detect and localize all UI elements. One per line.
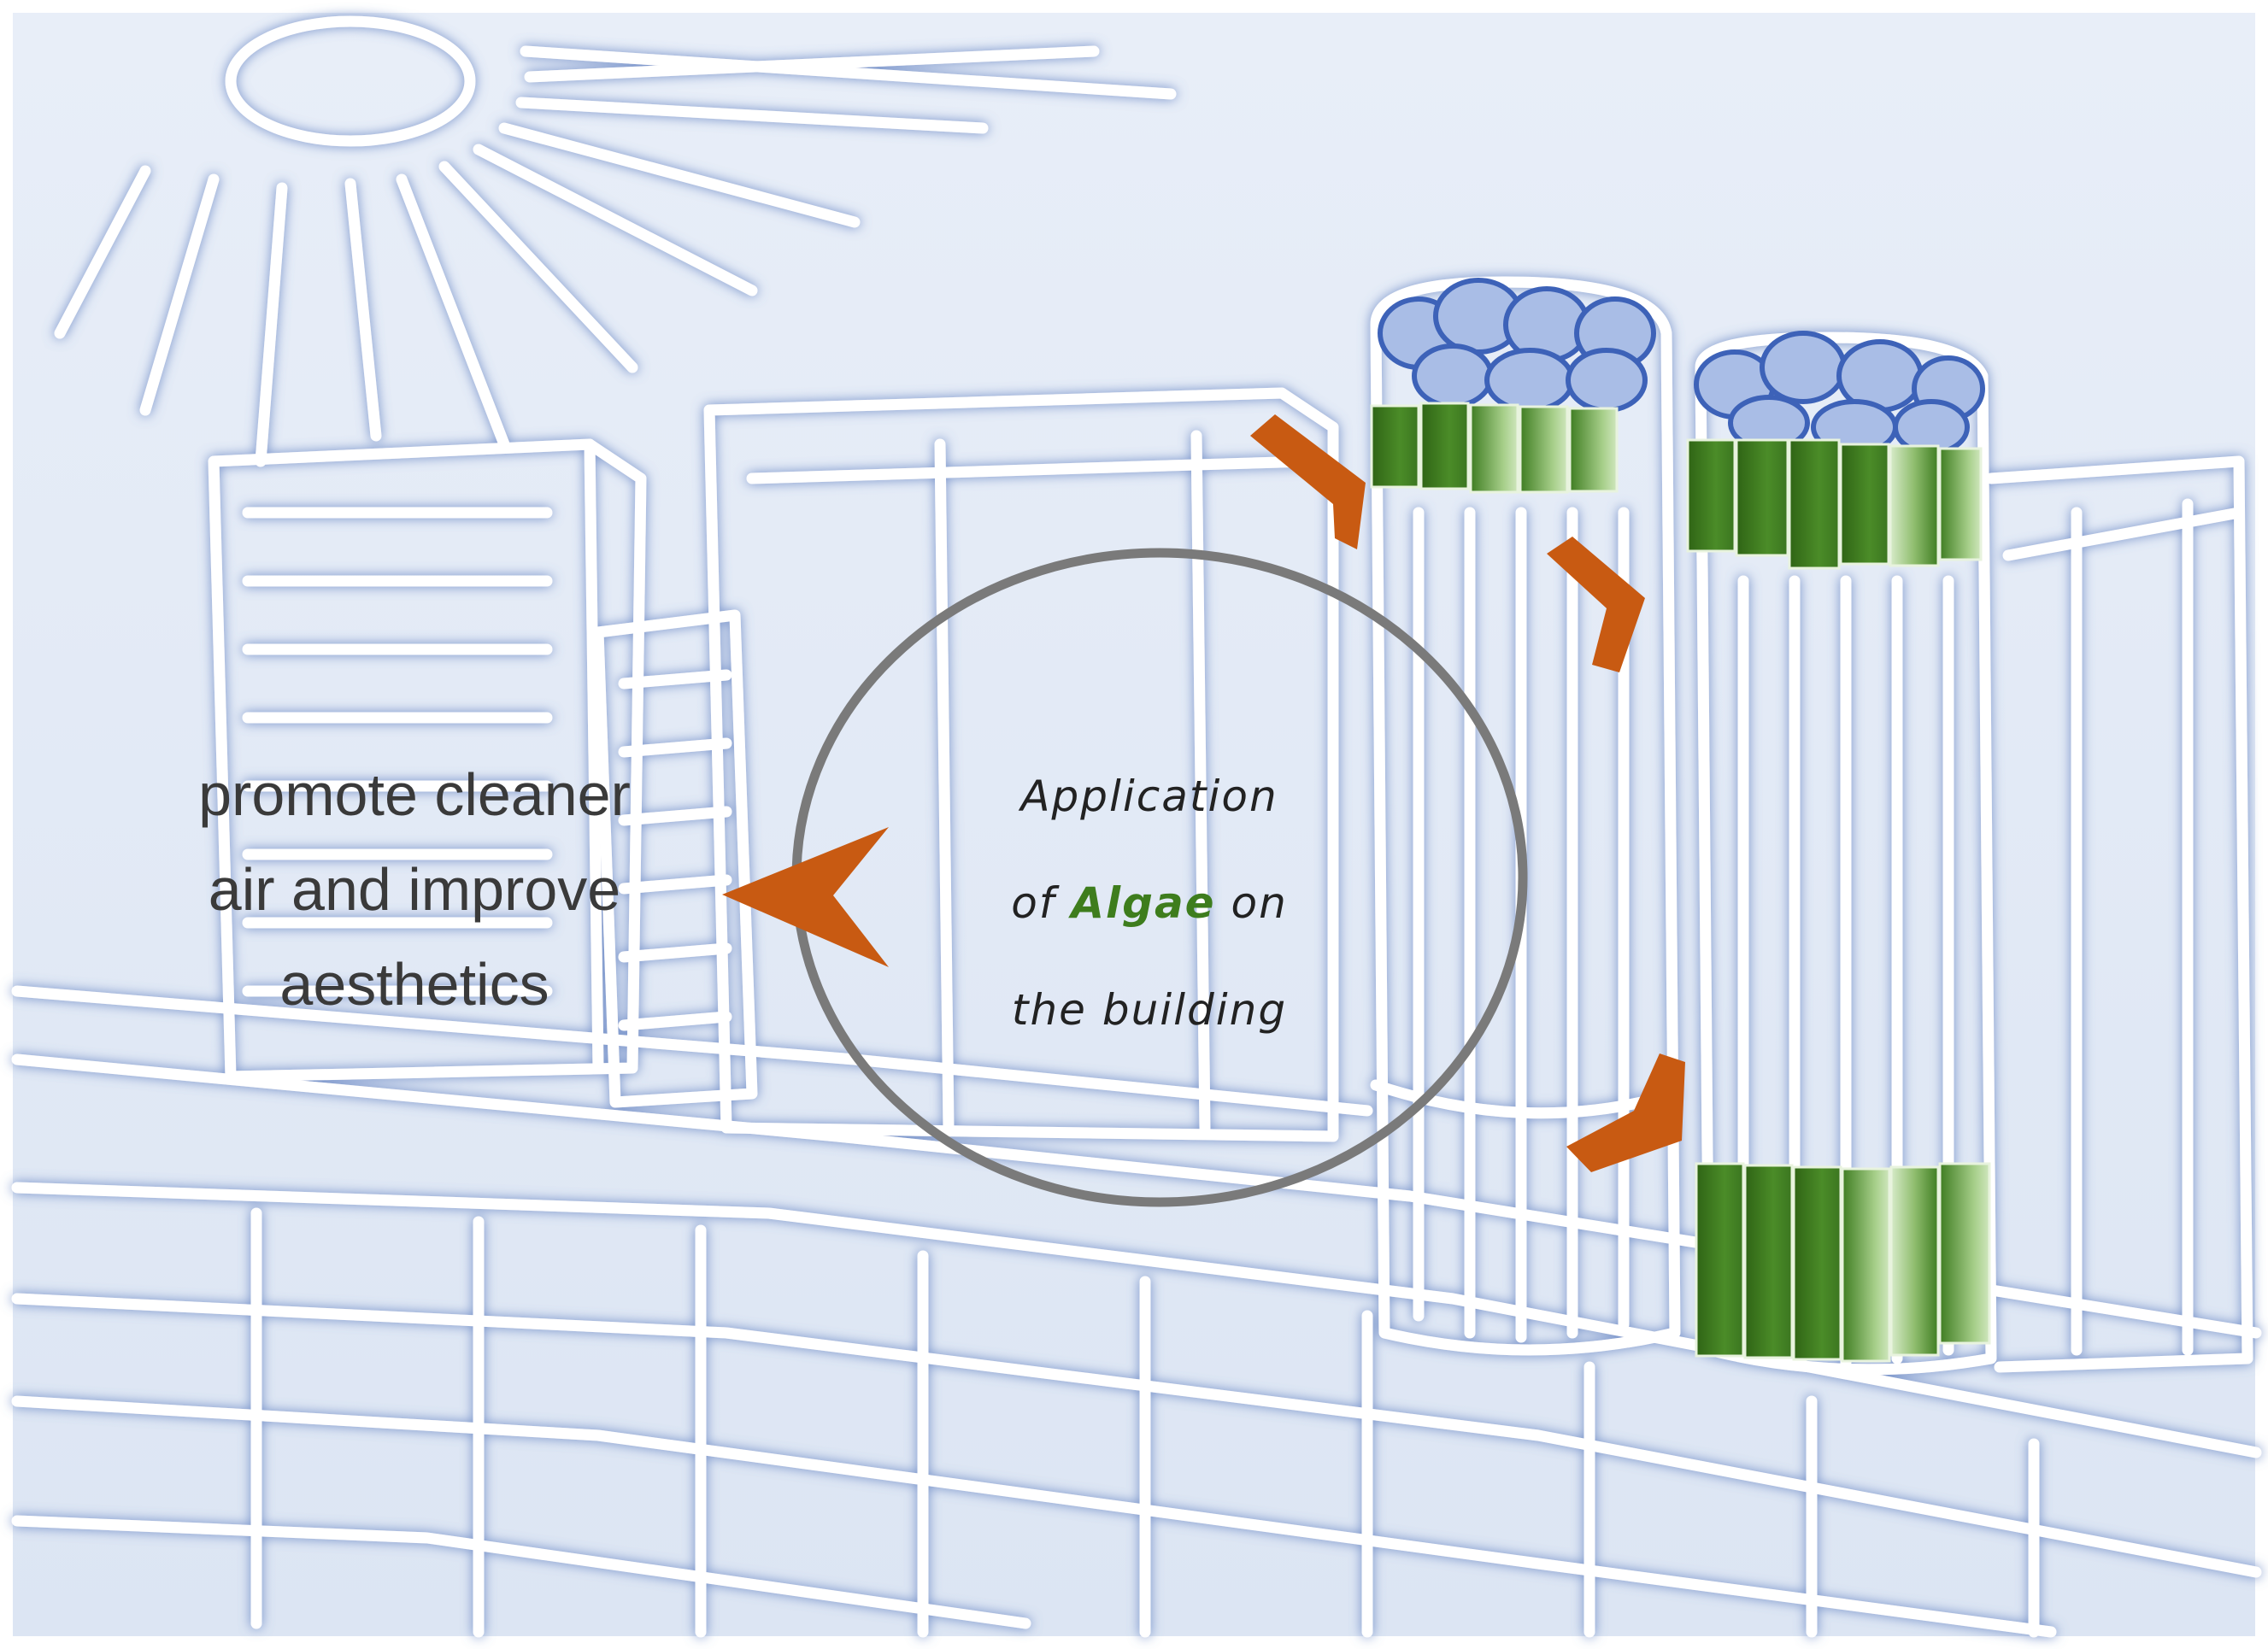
middle-building [592,609,758,1108]
algae-panel-icon [1370,404,1420,489]
arrow-chevron-icon [1250,414,1366,549]
algae-panel-icon [1841,1167,1891,1363]
outcome-caption: promote cleaner air and improve aestheti… [115,748,714,1032]
algae-panel-icon [1938,1162,1991,1345]
back-block [703,387,1339,1142]
outcome-caption-line3: aesthetics [279,951,549,1018]
arrow-chevron-icon [722,827,889,967]
algae-panel-icon [1695,1162,1745,1358]
algae-panels-tower-1 [1370,402,1619,494]
algae-panel-icon [1735,438,1789,557]
algae-panel-icon [1686,438,1736,553]
center-caption-suffix: on [1231,878,1288,928]
algae-panel-icon [1889,1165,1940,1357]
algae-panel-icon [1519,405,1569,494]
algae-panel-icon [1788,438,1841,570]
algae-panels-tower-2 [1686,438,1983,570]
algae-panel-icon [1938,447,1983,561]
tower-foliage [1378,278,1985,455]
algae-panel-icon [1743,1164,1794,1359]
right-buildings [1985,455,2253,1373]
algae-panel-icon [1792,1165,1842,1361]
center-caption: Application of Algae on the building [936,743,1363,1064]
center-caption-line2: of Algae on [936,850,1363,957]
center-caption-prefix: of [1011,878,1056,928]
outer-frame [4,4,2264,1645]
algae-highlight: Algae [1071,878,1216,928]
left-building [208,438,647,1083]
algae-panel-icon [1419,402,1470,490]
arrow-chevron-icon [1547,537,1645,672]
algae-panel-icon [1568,407,1619,493]
algae-panel-icon [1469,403,1519,494]
algae-panel-icon [1839,443,1890,566]
arrow-chevron-icon [1566,1053,1685,1172]
sun-icon [54,15,1177,467]
arrows [722,414,1685,1172]
algae-panels-bottom [1695,1162,1991,1363]
algae-panel-icon [1889,444,1940,567]
outcome-caption-line1: promote cleaner [198,761,631,828]
center-caption-line3: the building [1011,985,1288,1035]
outcome-caption-line2: air and improve [208,856,621,923]
center-caption-line1: Application [1020,772,1278,821]
